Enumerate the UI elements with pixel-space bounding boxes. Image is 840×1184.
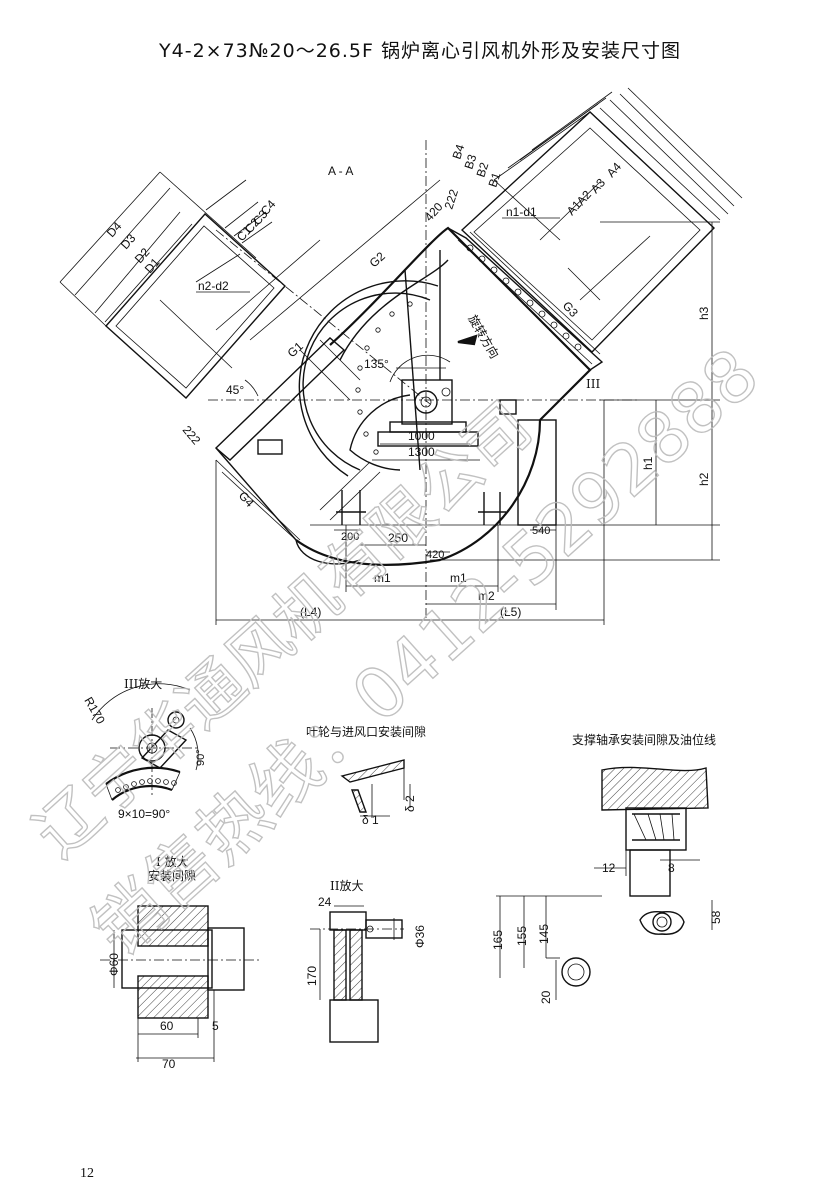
dim-1300: 1300 — [408, 445, 435, 459]
dim-1000: 1000 — [408, 429, 435, 443]
label-d3: D3 — [118, 231, 139, 252]
detail-support-58: 58 — [709, 910, 723, 924]
watermark: 辽宁华通风机有限公司 销售热线：0412-5292888 — [20, 332, 775, 973]
label-g2: G2 — [367, 249, 389, 270]
label-n2: n2-d2 — [198, 279, 229, 293]
detail-iii-holes-label: 9×10=90° — [118, 807, 170, 821]
detail-support-155: 155 — [515, 926, 529, 946]
marker-iii: III — [586, 377, 600, 391]
label-n1: n1-d1 — [506, 205, 537, 219]
outlet-flange-bolts — [457, 231, 601, 365]
label-g3: G3 — [560, 299, 581, 321]
label-d4: D4 — [104, 219, 125, 240]
dim-222-top: 222 — [442, 187, 462, 211]
label-h1: h1 — [641, 456, 655, 470]
dim-420-bottom: 420 — [426, 549, 444, 561]
detail-ii-title: II放大 — [330, 878, 363, 893]
main-view: A - A D4 D3 D2 D1 C4 — [59, 87, 743, 625]
detail-iii: III放大 R170 90° 9×10=90° — [81, 676, 207, 821]
detail-support-bearing: 支撑轴承安装间隙及油位线 12 8 165 — [491, 732, 723, 1004]
dim-200: 200 — [341, 531, 359, 543]
label-a4: A4 — [604, 159, 624, 180]
angle-45: 45° — [226, 383, 244, 397]
dim-l4: (L4) — [300, 605, 321, 619]
detail-i-60: 60 — [160, 1019, 174, 1033]
detail-gap-delta1: δ 1 — [362, 813, 379, 827]
detail-iii-title: III放大 — [124, 676, 162, 691]
section-label: A - A — [328, 164, 353, 178]
detail-support-12: 12 — [602, 861, 616, 875]
detail-support-20: 20 — [539, 990, 553, 1004]
detail-i-phi60: Φ60 — [107, 953, 121, 976]
dim-m1-right: m1 — [450, 571, 467, 585]
detail-support-145: 145 — [537, 924, 551, 944]
dim-m1-left: m1 — [374, 571, 391, 585]
label-b4: B4 — [450, 142, 468, 161]
detail-iii-holes — [115, 778, 177, 793]
outlet-flange-right — [460, 87, 743, 353]
label-b1: B1 — [486, 170, 504, 189]
horizontal-dimensions — [215, 400, 605, 625]
detail-ii: II放大 24 Φ36 170 — [305, 878, 427, 1043]
detail-iii-radius: R170 — [81, 695, 108, 727]
detail-i: I 放大 安装间隙 Φ60 60 5 70 — [100, 854, 260, 1071]
detail-ii-24: 24 — [318, 895, 332, 909]
dim-l5: (L5) — [500, 605, 521, 619]
label-h2: h2 — [697, 472, 711, 486]
detail-support-title: 支撑轴承安装间隙及油位线 — [572, 732, 716, 747]
detail-i-title: I 放大 — [156, 854, 189, 869]
detail-impeller-gap: 叶轮与进风口安装间隙 δ 1 δ 2 — [306, 724, 426, 827]
dim-222-left: 222 — [180, 423, 204, 448]
drawing-title: Y4-2×73№20～26.5F 锅炉离心引风机外形及安装尺寸图 — [159, 40, 681, 62]
detail-i-5: 5 — [212, 1019, 219, 1033]
detail-i-subtitle: 安装间隙 — [148, 868, 196, 883]
detail-gap-title: 叶轮与进风口安装间隙 — [306, 724, 426, 739]
bearing-base — [377, 367, 479, 447]
detail-gap-delta2: δ 2 — [403, 795, 417, 812]
page-number: 12 — [80, 1166, 94, 1181]
detail-ii-170: 170 — [305, 966, 319, 986]
detail-iii-angle: 90° — [195, 749, 207, 766]
angle-135: 135° — [364, 357, 389, 371]
label-b3: B3 — [462, 152, 480, 171]
label-a3: A3 — [588, 175, 608, 196]
fan-casing — [214, 226, 604, 566]
support-legs — [310, 399, 560, 526]
dim-250: 250 — [388, 531, 408, 545]
detail-i-70: 70 — [162, 1057, 176, 1071]
detail-support-165: 165 — [491, 930, 505, 950]
detail-ii-phi36: Φ36 — [413, 925, 427, 948]
label-h3: h3 — [697, 306, 711, 320]
label-b2: B2 — [474, 160, 492, 179]
dim-m2: m2 — [478, 589, 495, 603]
vertical-dimensions — [430, 221, 720, 561]
inlet-flange-left — [59, 171, 286, 399]
dim-540: 540 — [532, 525, 550, 537]
detail-support-8: 8 — [668, 861, 675, 875]
